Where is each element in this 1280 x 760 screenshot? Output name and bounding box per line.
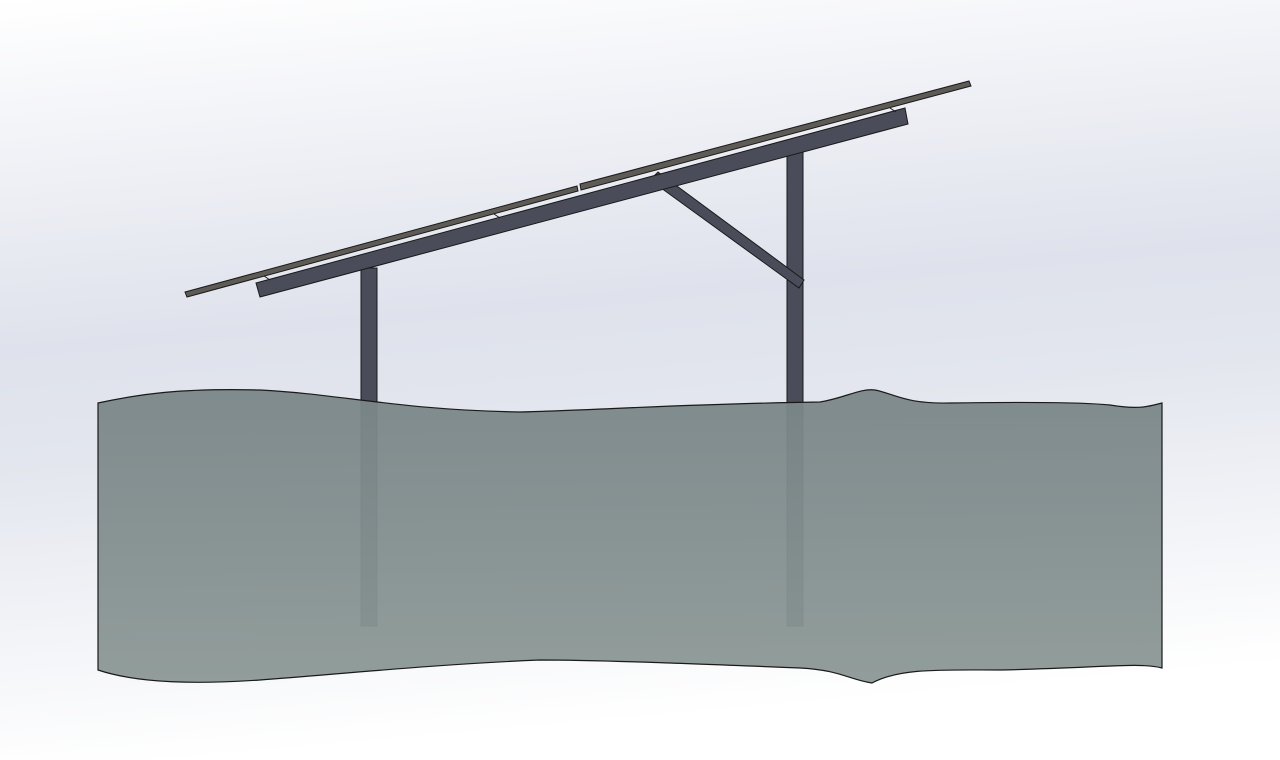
panel-clamp [493,213,501,219]
solar-panel-right[interactable] [579,80,972,191]
panel-clamp [263,275,271,281]
diagonal-brace[interactable] [649,171,805,289]
support-beam[interactable] [255,107,909,298]
panel-clamp [889,107,897,113]
solar-panel-left[interactable] [184,185,579,298]
ground-section[interactable] [97,389,1163,684]
